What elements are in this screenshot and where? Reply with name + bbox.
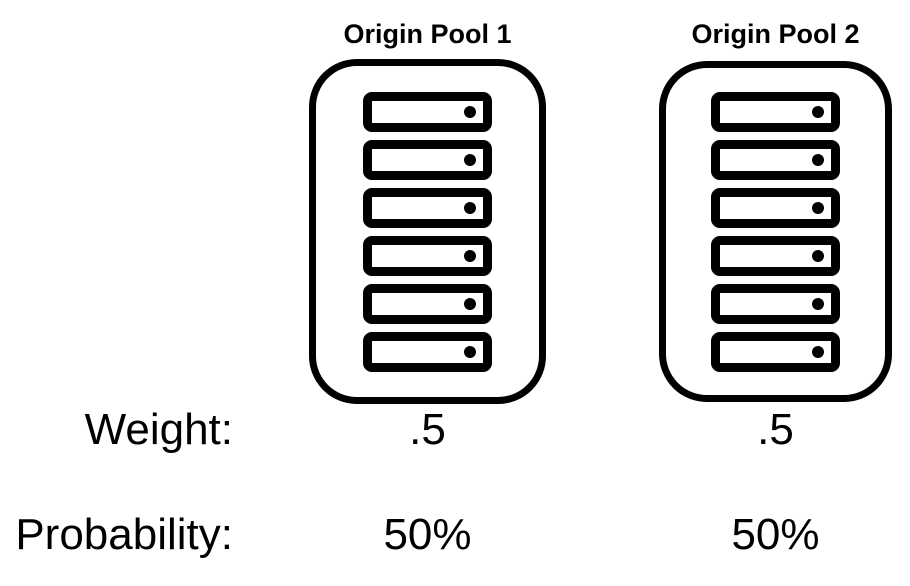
- server-icon: [363, 187, 492, 228]
- pool-1-server-rack: [316, 66, 539, 397]
- server-icon: [711, 91, 840, 132]
- server-icon: [363, 235, 492, 276]
- pool-1-probability-value: 50%: [383, 510, 472, 559]
- probability-label: Probability:: [15, 510, 233, 559]
- origin-pool-1: [309, 59, 546, 404]
- pool-2-probability-value: 50%: [731, 510, 820, 559]
- server-led-dot-icon: [812, 249, 824, 262]
- server-led-dot-icon: [812, 105, 824, 118]
- pool-2-title: Origin Pool 2: [691, 19, 860, 49]
- server-icon: [711, 283, 840, 324]
- server-led-dot-icon: [812, 201, 824, 214]
- pool-2-weight-value: .5: [757, 405, 794, 454]
- server-icon: [711, 187, 840, 228]
- server-icon: [363, 139, 492, 180]
- server-icon: [711, 139, 840, 180]
- server-led-dot-icon: [464, 153, 476, 166]
- pool-1-title: Origin Pool 1: [343, 19, 512, 49]
- server-led-dot-icon: [812, 153, 824, 166]
- server-led-dot-icon: [812, 297, 824, 310]
- server-icon: [711, 331, 840, 372]
- pool-1-weight-value: .5: [409, 405, 446, 454]
- server-icon: [711, 235, 840, 276]
- server-icon: [363, 283, 492, 324]
- server-led-dot-icon: [812, 345, 824, 358]
- server-led-dot-icon: [464, 297, 476, 310]
- server-led-dot-icon: [464, 345, 476, 358]
- pool-2-server-rack: [666, 68, 885, 395]
- server-led-dot-icon: [464, 201, 476, 214]
- server-icon: [363, 331, 492, 372]
- server-icon: [363, 91, 492, 132]
- server-led-dot-icon: [464, 105, 476, 118]
- origin-pool-2: [659, 61, 892, 402]
- weight-label: Weight:: [84, 405, 233, 454]
- server-led-dot-icon: [464, 249, 476, 262]
